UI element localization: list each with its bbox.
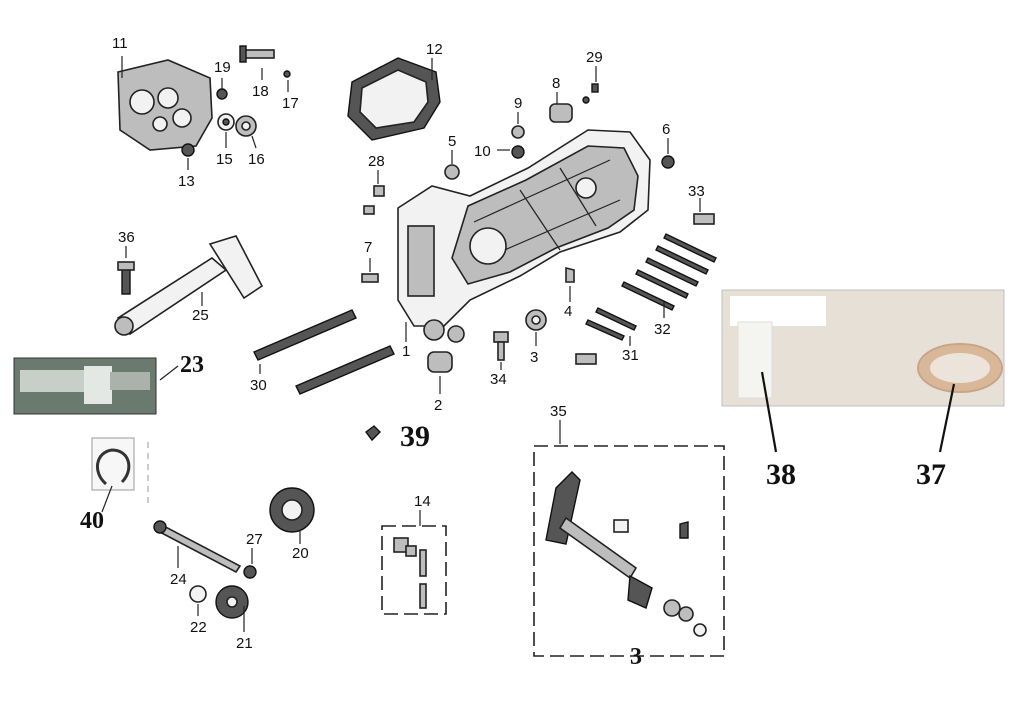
- label-7: 7: [364, 239, 372, 256]
- part-1-crankcase: [397, 129, 651, 343]
- part-18-bolt: [239, 45, 275, 80]
- label-11: 11: [112, 35, 128, 52]
- part-3-oil-seal: [525, 309, 547, 346]
- part-3-small-bolt: [575, 353, 597, 365]
- part-5-plug: [444, 150, 460, 180]
- label-21: 21: [236, 635, 253, 652]
- label-3-bottom: 3: [630, 644, 642, 670]
- label-38: 38: [766, 458, 796, 491]
- part-25-kick-lever: [114, 235, 264, 336]
- part-9-nut: [511, 112, 525, 139]
- part-35-kickstart-assembly: [533, 420, 725, 657]
- part-19-small-washer: [216, 78, 228, 100]
- part-22-washer: [189, 585, 207, 616]
- label-9: 9: [514, 95, 522, 112]
- label-22: 22: [190, 619, 207, 636]
- part-39-clip: [365, 425, 381, 442]
- label-28: 28: [368, 153, 385, 170]
- label-20: 20: [292, 545, 309, 562]
- label-15: 15: [216, 151, 233, 168]
- part-24-shaft: [153, 520, 242, 574]
- part-33-bolt: [693, 198, 715, 225]
- part-16-bearing: [235, 115, 257, 149]
- label-32: 32: [654, 321, 671, 338]
- label-34: 34: [490, 371, 507, 388]
- part-28-dowel: [363, 170, 385, 215]
- part-32-bolt-set: [621, 233, 717, 318]
- part-34-bolt: [493, 331, 509, 370]
- label-29: 29: [586, 49, 603, 66]
- label-24: 24: [170, 571, 187, 588]
- part-7-bolt: [361, 258, 379, 283]
- label-37: 37: [916, 458, 946, 491]
- part-27-bushing: [243, 548, 257, 579]
- label-17: 17: [282, 95, 299, 112]
- part-labels: 11 19 18 17 15 16 13 12 29 8 9 10 5 6 28…: [80, 35, 946, 670]
- part-10-nut: [497, 145, 525, 159]
- label-4: 4: [564, 303, 572, 320]
- label-6: 6: [662, 121, 670, 138]
- part-23-drive-shaft-photo: [13, 357, 179, 415]
- label-1: 1: [402, 343, 410, 360]
- part-11-gearbox-cover: [117, 56, 213, 151]
- part-8-bushing: [549, 92, 573, 123]
- label-3: 3: [530, 349, 538, 366]
- part-30-stud: [253, 309, 395, 395]
- part-36-bolt: [117, 246, 135, 295]
- label-19: 19: [214, 59, 231, 76]
- label-10: 10: [474, 143, 491, 160]
- label-39: 39: [400, 420, 430, 453]
- part-20-gear: [269, 487, 315, 544]
- label-25: 25: [192, 307, 209, 324]
- label-35: 35: [550, 403, 567, 420]
- part-17-pin: [283, 70, 291, 92]
- part-12-gasket: [347, 57, 441, 141]
- label-31: 31: [622, 347, 639, 364]
- label-16: 16: [248, 151, 265, 168]
- label-40: 40: [80, 508, 104, 534]
- label-2: 2: [434, 397, 442, 414]
- label-8: 8: [552, 75, 560, 92]
- parts-37-38-photo: [721, 289, 1005, 453]
- part-40-circlip: [91, 437, 135, 513]
- label-23: 23: [180, 352, 204, 378]
- part-13-seal: [181, 143, 195, 170]
- part-6-plug: [661, 138, 675, 169]
- label-33: 33: [688, 183, 705, 200]
- label-18: 18: [252, 83, 269, 100]
- label-36: 36: [118, 229, 135, 246]
- part-29-pin: [582, 66, 599, 104]
- label-13: 13: [178, 173, 195, 190]
- part-2-bushing: [427, 351, 453, 394]
- part-15-washer: [217, 113, 235, 148]
- label-14: 14: [414, 493, 431, 510]
- label-27: 27: [246, 531, 263, 548]
- part-14-group: [381, 510, 447, 615]
- label-12: 12: [426, 41, 443, 58]
- part-21-gear: [215, 585, 249, 632]
- part-4-plug: [565, 266, 575, 302]
- label-5: 5: [448, 133, 456, 150]
- part-31-bolt: [585, 307, 637, 346]
- label-30: 30: [250, 377, 267, 394]
